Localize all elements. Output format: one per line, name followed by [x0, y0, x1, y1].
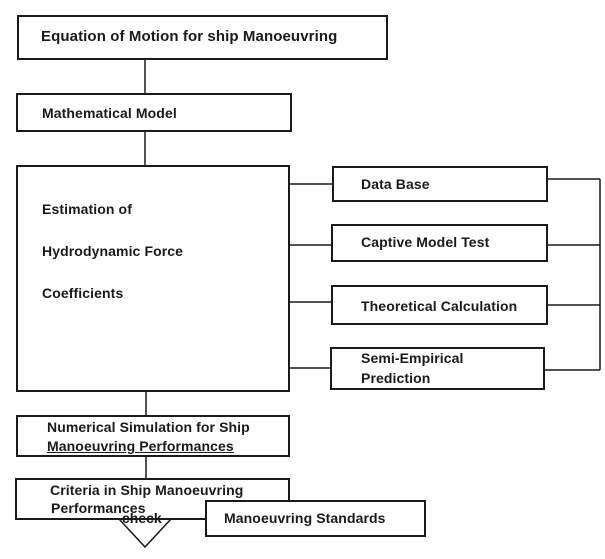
semi-label-line2: Prediction	[361, 370, 431, 386]
semi-label-line1: Semi-Empirical	[361, 350, 464, 366]
estimation-label-line2: Hydrodynamic Force	[42, 243, 184, 259]
estimation-label-line1: Estimation of	[42, 201, 132, 217]
theoretical-label: Theoretical Calculation	[361, 298, 518, 314]
captive-label: Captive Model Test	[361, 234, 490, 250]
standards-label: Manoeuvring Standards	[224, 510, 386, 526]
simulation-label-line1: Numerical Simulation for Ship	[47, 419, 250, 435]
standards-box: Manoeuvring Standards	[205, 500, 426, 537]
check-label: check	[122, 510, 162, 526]
captive-box: Captive Model Test	[331, 224, 548, 262]
simulation-label-line2: Manoeuvring Performances	[47, 438, 234, 454]
estimation-box: Estimation of Hydrodynamic Force Coeffic…	[16, 165, 290, 392]
estimation-label-line3: Coefficients	[42, 285, 124, 301]
equation-label: Equation of Motion for ship Manoeuvring	[41, 28, 338, 45]
simulation-box: Numerical Simulation for Ship Manoeuvrin…	[16, 415, 290, 457]
criteria-box: Criteria in Ship Manoeuvring Performance…	[15, 478, 290, 520]
model-box: Mathematical Model	[16, 93, 292, 132]
criteria-label-line1: Criteria in Ship Manoeuvring	[50, 482, 244, 498]
criteria-label-line2: Performances	[51, 500, 146, 516]
database-label: Data Base	[361, 176, 430, 192]
equation-box: Equation of Motion for ship Manoeuvring	[17, 15, 388, 60]
theoretical-box: Theoretical Calculation	[331, 285, 548, 325]
model-label: Mathematical Model	[42, 105, 177, 121]
semi-box: Semi-Empirical Prediction	[330, 347, 545, 390]
database-box: Data Base	[332, 166, 548, 202]
